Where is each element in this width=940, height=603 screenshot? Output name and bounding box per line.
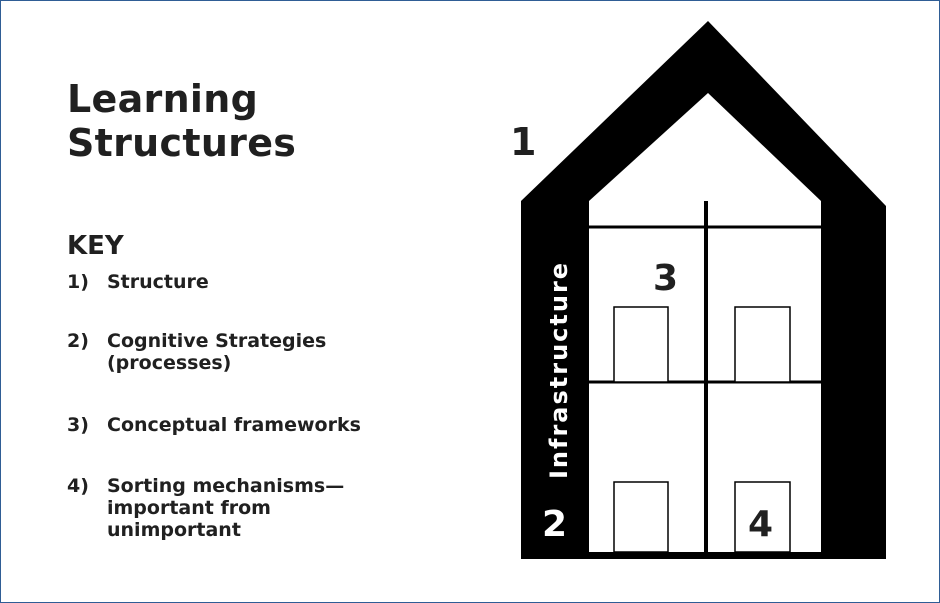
key-item-structure: 1) Structure <box>67 271 427 293</box>
key-item-number: 1) <box>67 271 89 293</box>
key-item-sorting-mechanisms: 4) Sorting mechanisms—important from uni… <box>67 475 397 541</box>
door-upper-left <box>613 306 669 383</box>
wall-label-infrastructure: Infrastructure <box>545 261 573 479</box>
key-item-text: Sorting mechanisms—important from unimpo… <box>107 475 345 541</box>
key-item-text: Cognitive Strategies (processes) <box>107 330 327 374</box>
key-item-number: 3) <box>67 414 89 436</box>
label-2: 2 <box>542 504 567 545</box>
door-lower-right <box>734 481 791 553</box>
key-item-cognitive-strategies: 2) Cognitive Strategies (processes) <box>67 330 377 374</box>
key-item-text: Conceptual frameworks <box>107 414 361 436</box>
key-heading: KEY <box>67 231 124 261</box>
label-4: 4 <box>748 504 773 545</box>
key-item-number: 4) <box>67 475 89 497</box>
label-3: 3 <box>653 258 678 299</box>
label-1: 1 <box>510 120 536 164</box>
key-item-conceptual-frameworks: 3) Conceptual frameworks <box>67 414 427 436</box>
page-title: Learning Structures <box>67 77 296 165</box>
title-line-2: Structures <box>67 121 297 165</box>
title-line-1: Learning <box>67 77 259 121</box>
door-upper-right <box>734 306 791 383</box>
key-item-text: Structure <box>107 271 209 293</box>
door-lower-left <box>613 481 669 553</box>
key-item-number: 2) <box>67 330 89 352</box>
